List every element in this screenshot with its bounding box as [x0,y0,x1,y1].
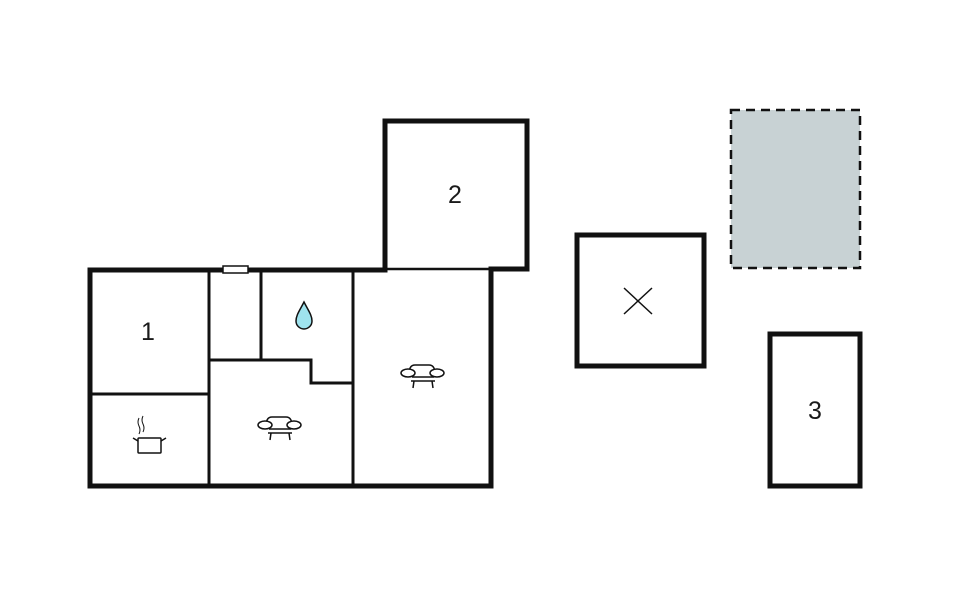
main-house-outer-wall [87,118,530,489]
room-3 [767,331,863,489]
room-label-3: 3 [808,397,822,425]
cooking-pot-icon [132,415,167,454]
room-label-2: 2 [448,181,462,209]
x-mark-icon [623,287,653,315]
main-house [87,118,530,489]
window [222,265,249,274]
water-drop-icon [295,300,313,330]
outbuilding [574,232,707,369]
sofa-icon [400,364,445,389]
room-label-1: 1 [141,318,155,346]
sofa-icon [257,416,302,441]
wall-bath-bottom [207,358,355,385]
terrace [729,108,862,270]
